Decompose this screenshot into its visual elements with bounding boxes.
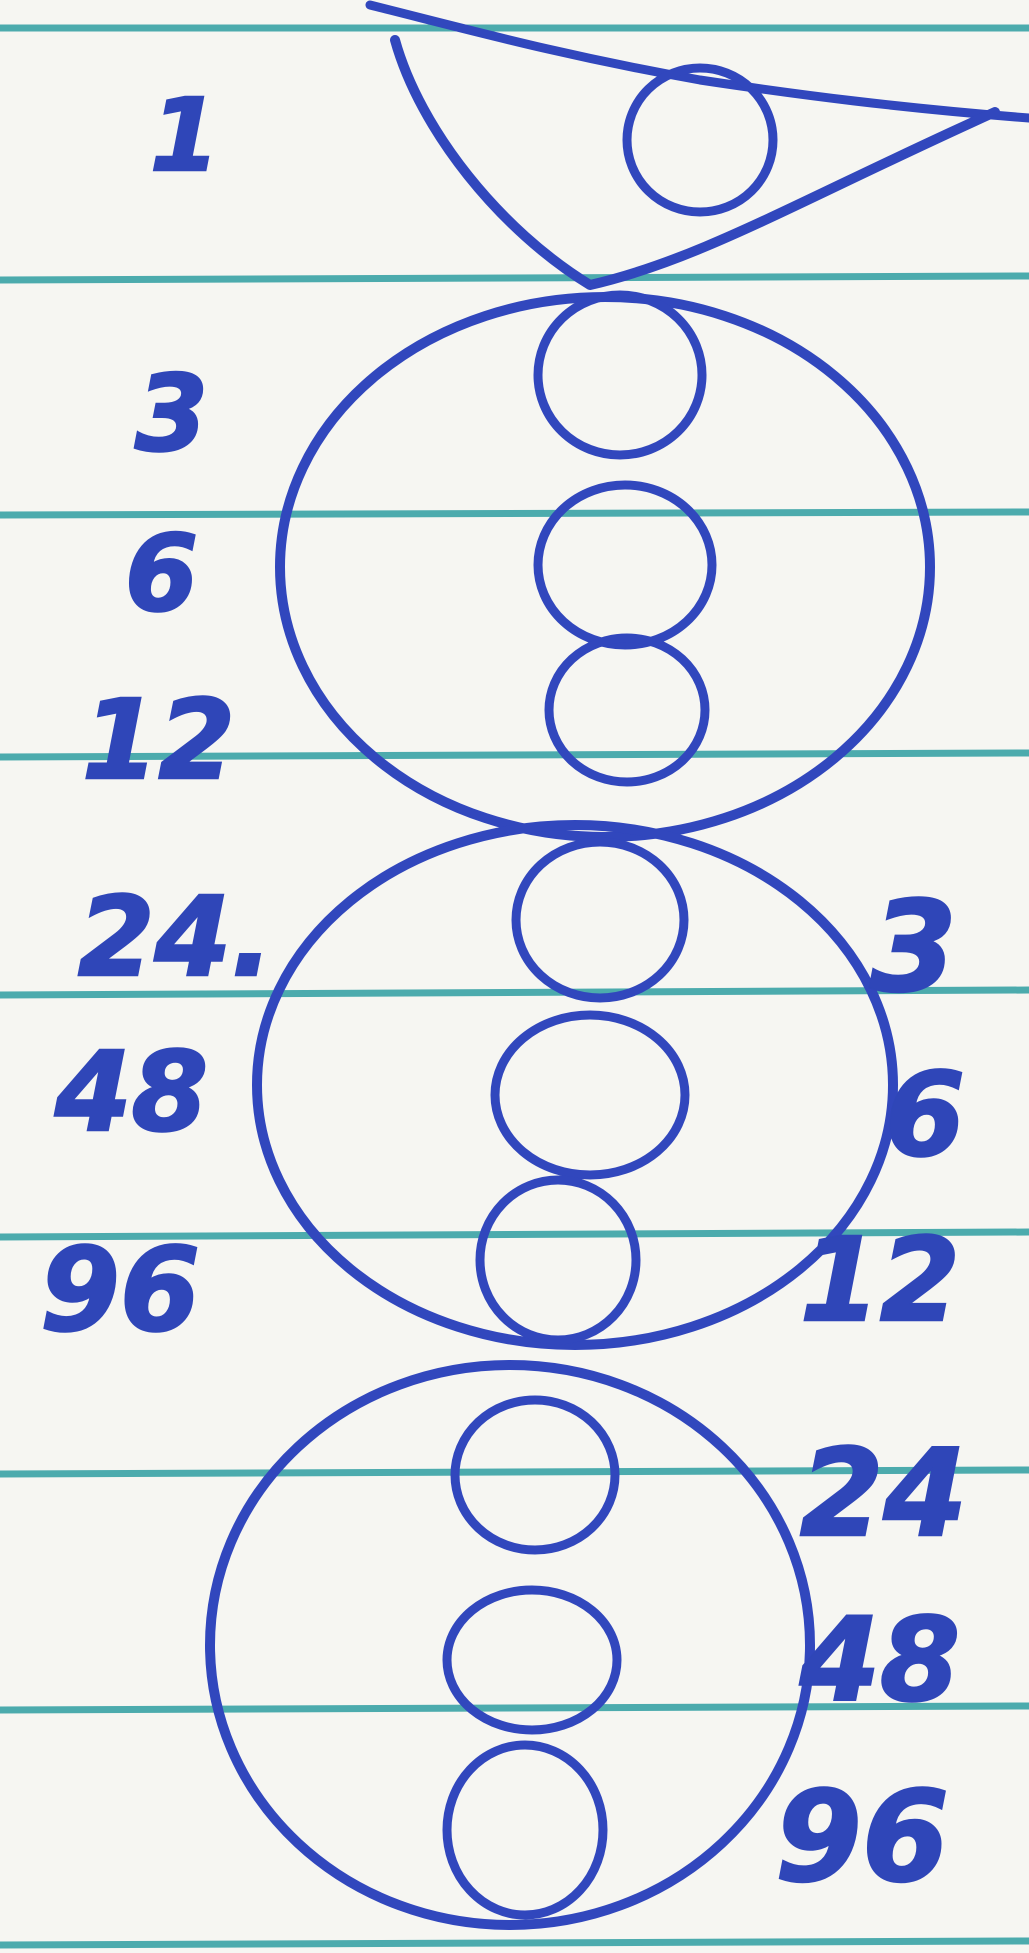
left-label: 96 [40, 1224, 200, 1358]
right-label: 24 [800, 1425, 967, 1564]
right-label: 48 [799, 1594, 960, 1728]
ruled-line [0, 1941, 1029, 1945]
left-label: 3 [135, 353, 208, 475]
right-label: 6 [885, 1049, 965, 1183]
right-label: 12 [800, 1214, 960, 1348]
right-label: 96 [775, 1765, 949, 1910]
left-label: 12 [82, 676, 235, 804]
right-label: 3 [870, 875, 957, 1020]
ruled-line [0, 276, 1029, 280]
left-label: 48 [54, 1028, 208, 1156]
left-label: 24. [78, 873, 273, 1001]
left-label: 6 [125, 513, 198, 635]
left-label: 1 [150, 77, 220, 194]
